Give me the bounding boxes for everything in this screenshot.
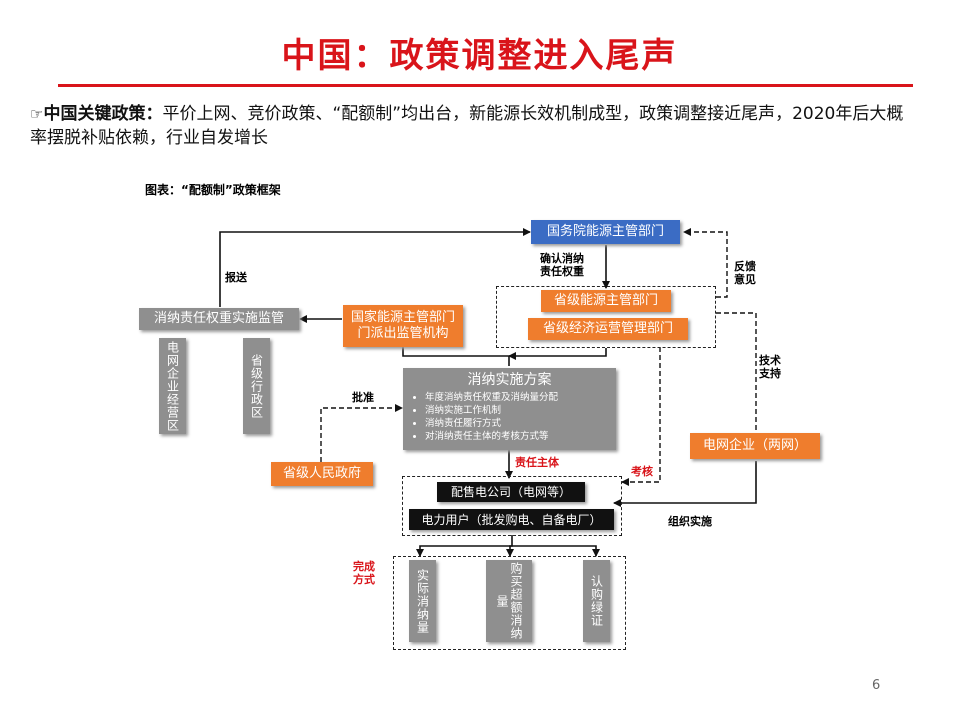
page-number: 6 [872,678,881,693]
responsible-group [402,476,622,536]
slide-title: 中国：政策调整进入尾声 [281,36,678,76]
plan-title: 消纳实施方案 [467,372,552,388]
pointing-hand-icon: ☞ [30,105,44,123]
report-arrow [219,228,531,307]
plan-box: 消纳实施方案 年度消纳责任权重及消纳量分配 消纳实施工作机制 消纳责任履行方式 … [403,368,616,450]
approve-arrow [320,404,403,462]
plan-item: 年度消纳责任权重及消纳量分配 [425,391,558,404]
plan-item: 消纳实施工作机制 [425,404,558,417]
report-label: 报送 [225,271,247,284]
provincial-gov-box: 省级人民政府 [271,462,373,486]
retail-company-box: 配售电公司（电网等） [437,482,585,502]
provincial-econ-dept: 省级经济运营管理部门 [528,318,688,340]
intro-lead: 中国关键政策： [43,104,163,124]
confirm-label: 确认消纳 责任权重 [540,252,584,278]
method-actual-box: 实际消纳量 [409,560,436,642]
nea-branch-box: 国家能源主管部门 门派出监管机构 [343,305,463,347]
approve-label: 批准 [352,391,374,404]
title-divider [58,84,913,87]
grid-area-box: 电网企业经营区 [159,338,186,434]
provincial-depts-group [496,286,716,348]
to-plan-arrow [508,348,607,360]
feedback-arrow [683,228,728,298]
intro-paragraph: ☞中国关键政策：平价上网、竞价政策、“配额制”均出台，新能源长效机制成型，政策调… [30,102,920,150]
tech-support-label: 技术 支持 [759,354,781,380]
plan-item: 对消纳责任主体的考核方式等 [425,430,558,443]
method-excess-box: 购买超额消纳量 [486,560,532,642]
organize-label: 组织实施 [668,515,712,528]
method-green-cert-box: 认购绿证 [583,560,610,642]
supervision-box: 消纳责任权重实施监管 [139,308,299,330]
organize-arrow [613,461,757,507]
plan-items: 年度消纳责任权重及消纳量分配 消纳实施工作机制 消纳责任履行方式 对消纳责任主体… [409,391,558,443]
methods-group [393,556,626,650]
assess-arrow [621,347,661,486]
figure-caption: 图表：“配额制”政策框架 [145,183,281,197]
plan-item: 消纳责任履行方式 [425,417,558,430]
completion-label: 完成 方式 [353,560,375,586]
state-council-energy-dept: 国务院能源主管部门 [531,220,680,244]
feedback-label: 反馈 意见 [734,260,756,286]
responsible-label: 责任主体 [515,456,559,469]
intro-text: 平价上网、竞价政策、“配额制”均出台，新能源长效机制成型，政策调整接近尾声，20… [30,104,904,148]
provincial-energy-dept: 省级能源主管部门 [541,290,671,312]
assess-label: 考核 [631,465,653,478]
power-user-box: 电力用户（批发购电、自备电厂） [409,509,614,530]
grid-company-box: 电网企业（两网） [690,433,820,459]
provincial-area-box: 省级行政区 [243,338,270,434]
methods-arrows [512,545,600,557]
